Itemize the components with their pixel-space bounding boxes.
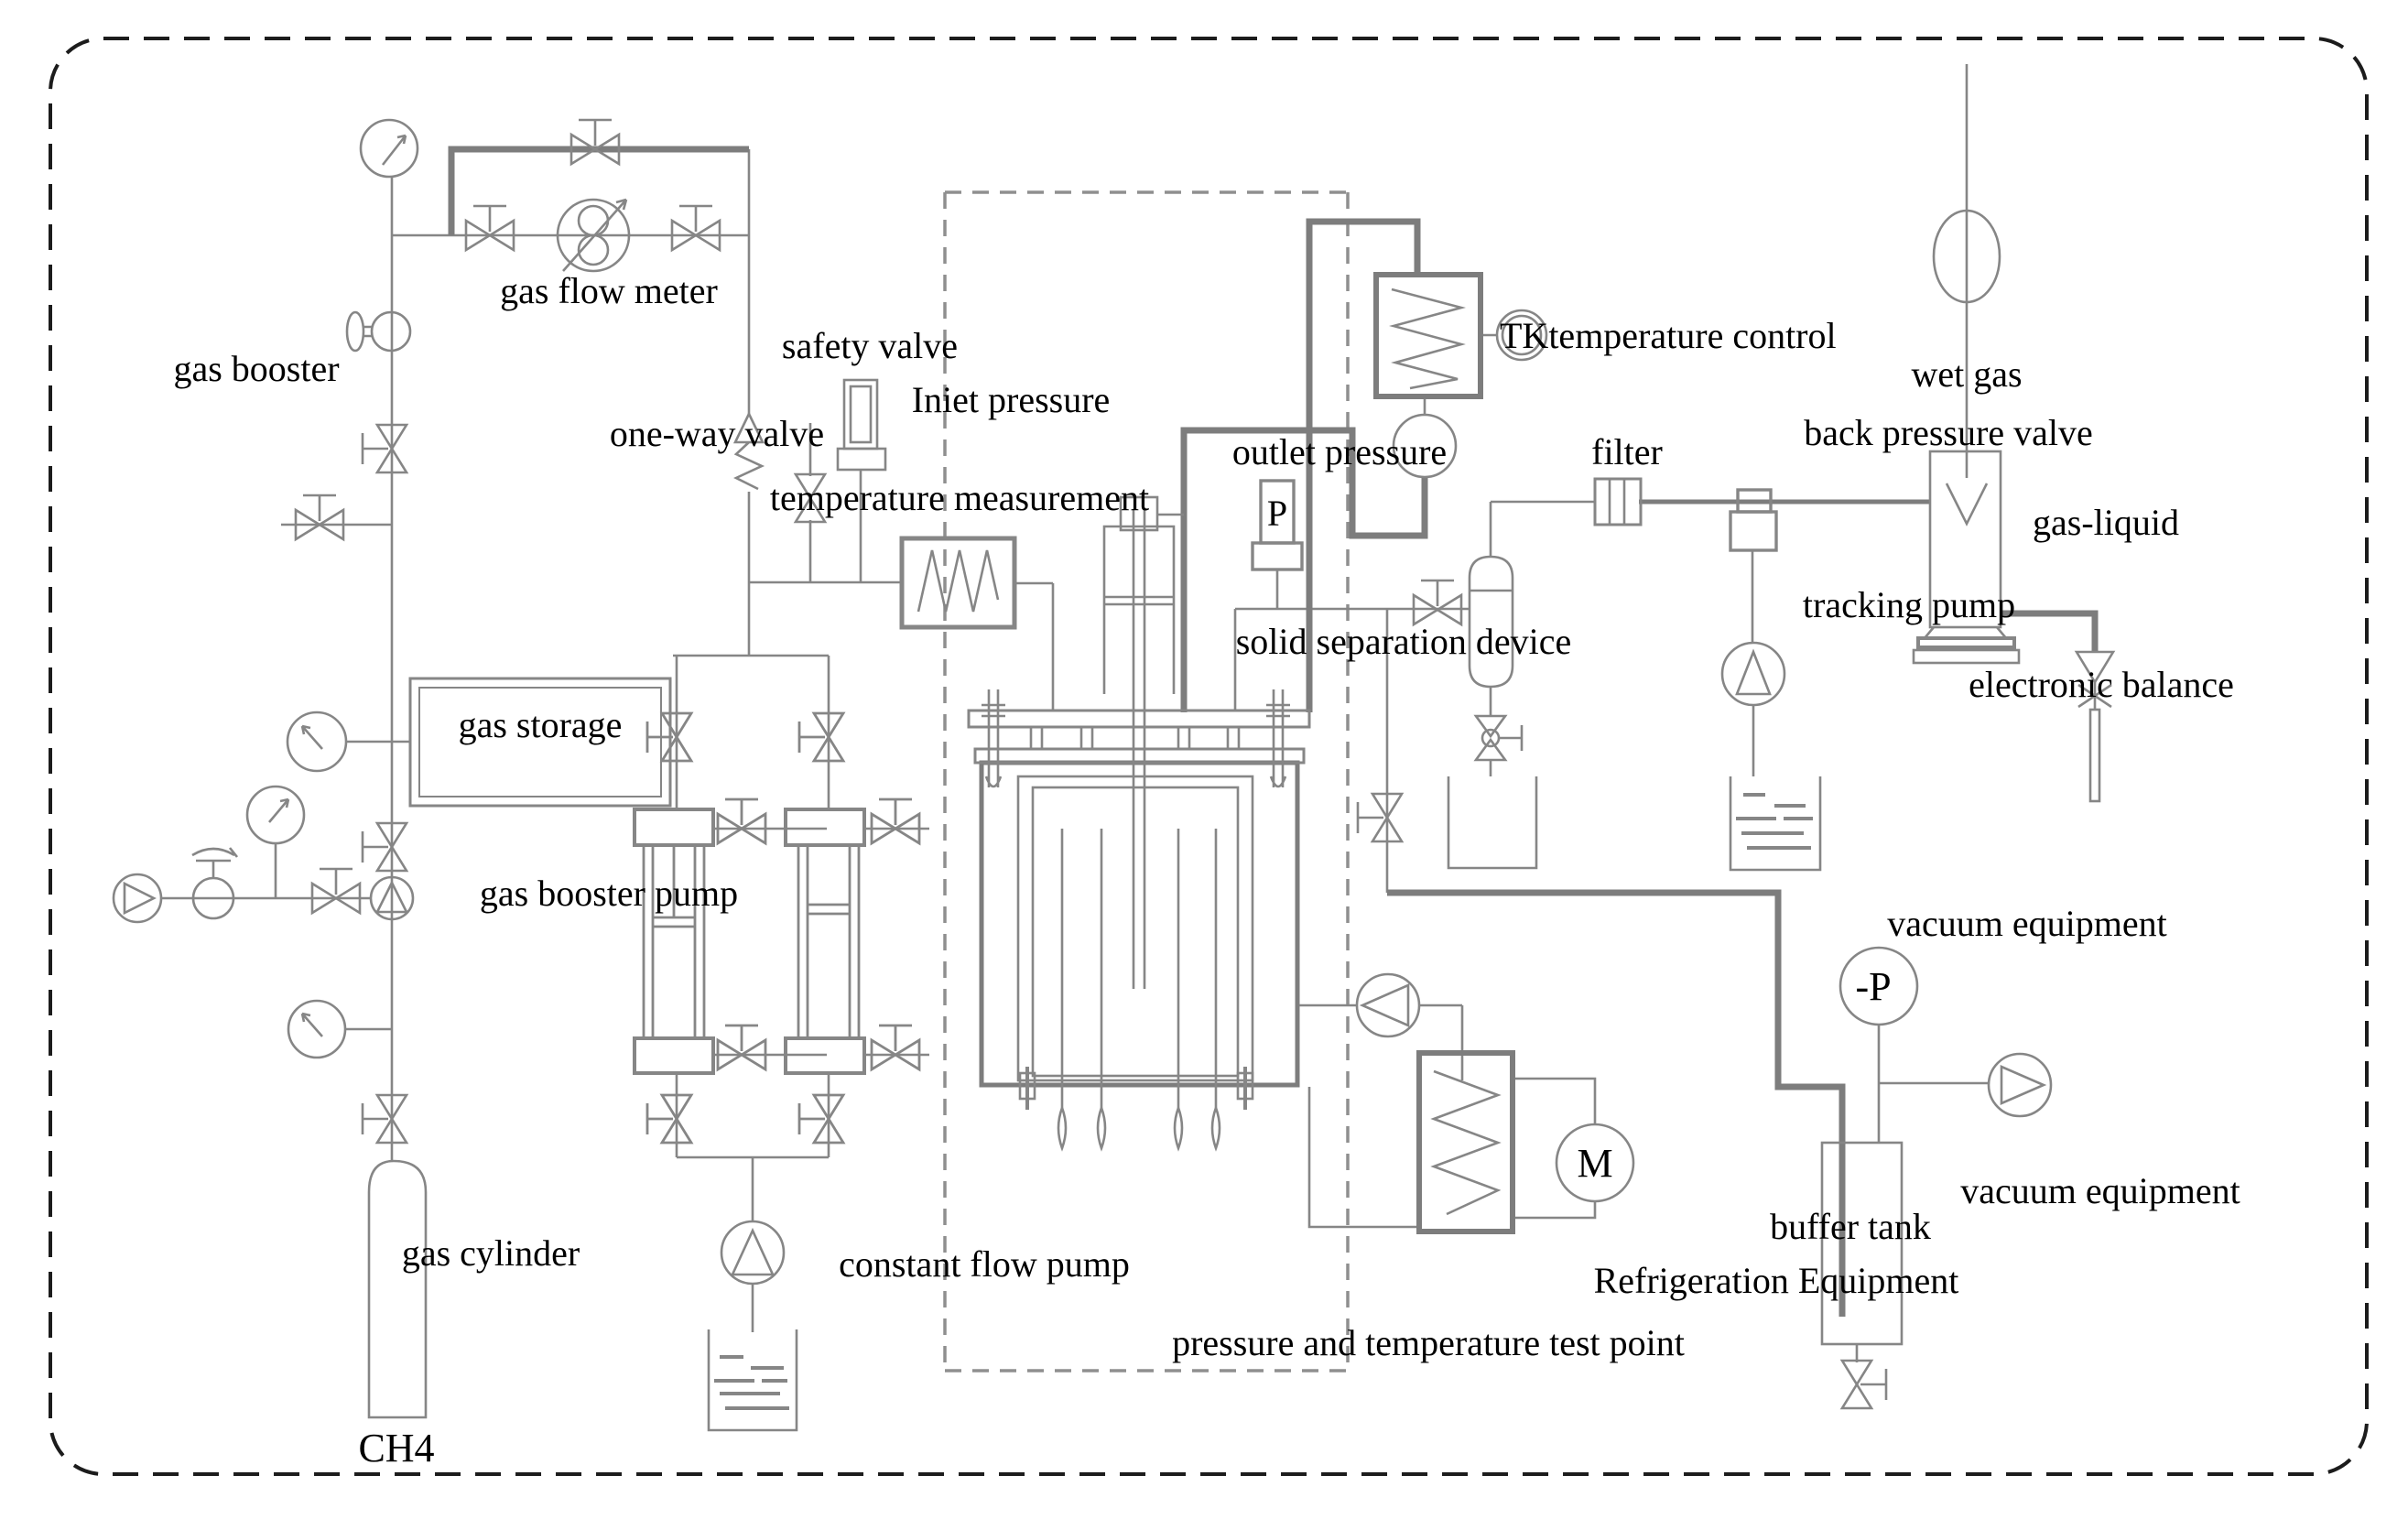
bypass-valve-icon [571, 120, 619, 164]
flow-valve-left-icon [466, 206, 514, 250]
solid-separation-capsule-icon [1468, 555, 1514, 689]
vacuum-line-valve-icon [1358, 794, 1402, 841]
separator-drain-valve-icon [1473, 714, 1524, 762]
label-ch4: CH4 [358, 1426, 434, 1470]
refrigeration-hx-icon [1416, 1050, 1515, 1234]
gas-booster-icon [345, 310, 412, 353]
flow-valve-right-icon [672, 206, 720, 250]
thick-pipes [448, 146, 2099, 1317]
cylinder-gauge-icon [287, 999, 347, 1059]
gas-storage-tank-icon [408, 677, 672, 808]
electronic-balance-icon [1912, 626, 2021, 665]
balance-drain-valve-icon [2074, 650, 2116, 803]
branch-valve-icon [312, 869, 360, 913]
gas-booster-pump-head-icon [369, 875, 415, 921]
separator-drain-beaker-icon [1447, 776, 1538, 870]
filter-icon [1593, 477, 1643, 526]
label-gas-flow-meter: gas flow meter [500, 270, 718, 311]
label-vacuum-minus-p: -P [1855, 964, 1891, 1009]
pressure-regulator-icon [191, 847, 239, 920]
purge-pump-icon [112, 873, 163, 924]
inlet-pressure-transducer-icon [836, 378, 887, 472]
motor-icon [1555, 1123, 1635, 1203]
label-back-pressure-valve: back pressure valve [1804, 412, 2092, 453]
gas-flow-meter-icon [556, 198, 631, 273]
gas-cylinder-icon [367, 1159, 428, 1419]
label-constant-flow-pump: constant flow pump [839, 1243, 1130, 1285]
storage-line-gauge-icon [286, 711, 348, 773]
stirrer-assembly-icon [1102, 495, 1184, 989]
gas-liquid-separator-icon [1928, 450, 2002, 629]
label-gas-liquid: gas-liquid [2033, 502, 2179, 543]
label-tk-temperature-control: TKtemperature control [1500, 315, 1837, 356]
pressure-sensor-icon [1251, 479, 1304, 571]
buffer-tank-icon [1820, 1141, 1904, 1346]
label-gas-storage: gas storage [459, 704, 623, 745]
constant-flow-beaker-icon [707, 1329, 798, 1432]
outer-dashed-border [49, 37, 2369, 1476]
label-vacuum-equipment-side: vacuum equipment [1960, 1170, 2240, 1211]
vent-stub-valve-icon [296, 495, 343, 539]
label-motor-m: M [1577, 1141, 1612, 1186]
reactor-vessel [967, 495, 1311, 1150]
separator-feed-valve-icon [1414, 580, 1461, 624]
label-filter: filter [1591, 431, 1663, 472]
dashed-test-section-box [943, 190, 1350, 1373]
branch-gauge-icon [245, 785, 306, 845]
cylinder-valve-icon [363, 1095, 407, 1143]
wet-gas-bulb-icon [1932, 209, 2001, 304]
one-way-valve-icon [732, 411, 765, 491]
tk-controller-icon [1495, 309, 1548, 362]
label-iniet-pressure: Iniet pressure [912, 379, 1111, 420]
label-vacuum-equipment-top: vacuum equipment [1887, 903, 2166, 944]
constant-flow-pump-icon [720, 1220, 786, 1286]
outlet-pressure-gauge-icon [1392, 413, 1458, 479]
vacuum-pump-icon [1987, 1052, 2053, 1118]
label-safety-valve: safety valve [782, 325, 958, 366]
label-refrigeration-equipment: Refrigeration Equipment [1594, 1260, 1959, 1301]
temperature-measurement-hx-icon [899, 536, 1017, 630]
label-electronic-balance: electronic balance [1969, 664, 2234, 705]
label-gas-cylinder: gas cylinder [402, 1232, 580, 1274]
pressure-gauge-top-icon [359, 118, 419, 179]
label-pressure-temperature-test-point: pressure and temperature test point [1172, 1322, 1685, 1363]
circulation-pump-icon [1355, 972, 1421, 1038]
back-pressure-valve-icon [1729, 488, 1778, 552]
main-line-valve-1-icon [363, 425, 407, 472]
process-pipes [161, 64, 2097, 1362]
label-gas-booster: gas booster [173, 348, 339, 389]
label-gas-booster-pump: gas booster pump [480, 873, 738, 914]
tracking-beaker-icon [1729, 776, 1822, 872]
label-outlet-pressure: outlet pressure [1232, 431, 1447, 472]
label-buffer-tank: buffer tank [1770, 1206, 1931, 1247]
main-line-valve-2-icon [363, 823, 407, 871]
tk-heat-exchanger-icon [1373, 272, 1483, 399]
gas-booster-pump-cylinders [633, 713, 919, 1143]
label-wet-gas: wet gas [1911, 353, 2022, 395]
buffer-tank-drain-valve-icon [1842, 1361, 1886, 1408]
label-tracking-pump: tracking pump [1803, 584, 2015, 625]
label-one-way-valve: one-way valve [610, 413, 824, 454]
tracking-pump-icon [1720, 641, 1786, 707]
vacuum-gauge-icon [1839, 946, 1919, 1026]
label-solid-separation-device: solid separation device [1236, 621, 1572, 662]
label-pressure-p: P [1267, 493, 1287, 534]
label-temperature-measurement: temperature measurement [770, 477, 1149, 518]
